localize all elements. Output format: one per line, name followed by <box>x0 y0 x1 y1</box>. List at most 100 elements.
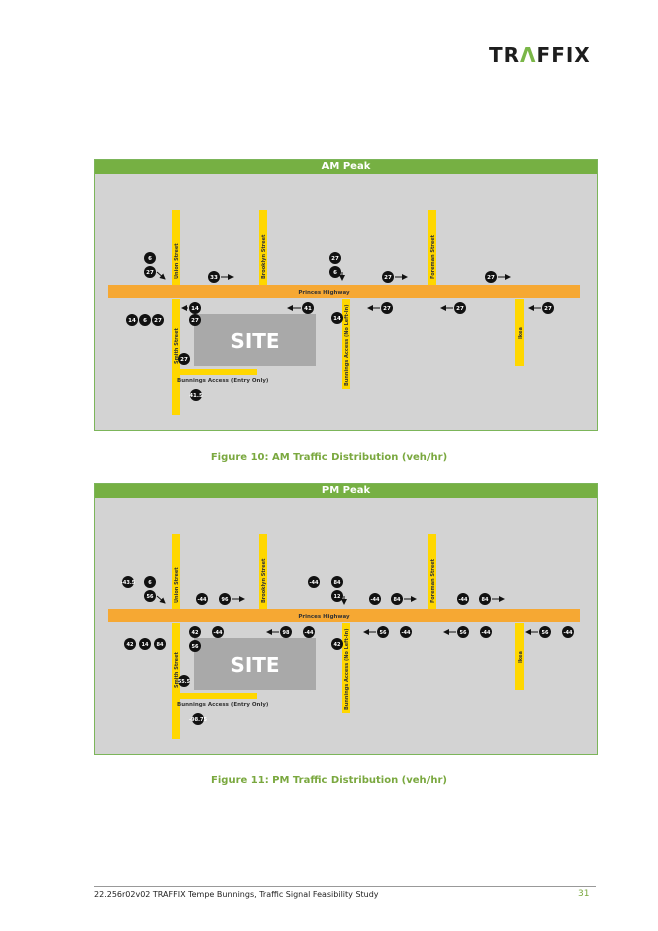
entry-only-label: Bunnings Access (Entry Only) <box>177 702 269 708</box>
figure-11-caption: Figure 11: PM Traffic Distribution (veh/… <box>211 775 447 786</box>
foreman-street-road <box>428 210 436 292</box>
site-block <box>194 638 316 690</box>
site-label: SITE <box>230 653 279 677</box>
svg-text:12: 12 <box>334 594 341 600</box>
princes-highway-road <box>108 609 580 622</box>
am-peak-figure: AM Peak SITE Union Street Brooklyn Stree… <box>94 159 598 431</box>
pm-map: SITE Union Street Brooklyn Street Forema… <box>108 534 580 739</box>
svg-text:27: 27 <box>487 275 495 281</box>
svg-text:27: 27 <box>180 357 188 363</box>
svg-text:14: 14 <box>333 316 341 322</box>
footer-divider <box>94 886 596 887</box>
svg-text:56: 56 <box>147 594 154 600</box>
pm-peak-title: PM Peak <box>95 484 597 498</box>
brooklyn-street-road <box>259 534 267 616</box>
svg-text:41: 41 <box>304 306 312 312</box>
svg-text:6: 6 <box>333 270 337 276</box>
am-map: SITE Union Street Brooklyn Street Forema… <box>108 210 580 415</box>
traffix-logo: TRΛFFIX <box>489 43 591 67</box>
svg-text:27: 27 <box>154 318 162 324</box>
princes-highway-label: Princes Highway <box>298 290 350 296</box>
svg-text:27: 27 <box>383 306 391 312</box>
princes-highway-label: Princes Highway <box>298 614 350 620</box>
entry-only-label: Bunnings Access (Entry Only) <box>177 378 269 384</box>
am-arrows <box>156 271 541 311</box>
svg-text:84: 84 <box>394 597 401 603</box>
svg-text:56: 56 <box>192 644 199 650</box>
svg-text:-44: -44 <box>197 597 207 603</box>
svg-text:42: 42 <box>127 642 134 648</box>
svg-text:-44: -44 <box>309 580 319 586</box>
svg-text:-44: -44 <box>481 630 491 636</box>
svg-text:96: 96 <box>222 597 229 603</box>
ikea-label: Ikea <box>518 327 524 339</box>
brooklyn-street-label: Brooklyn Street <box>261 234 267 279</box>
svg-text:27: 27 <box>191 318 199 324</box>
svg-text:98: 98 <box>283 630 290 636</box>
smith-street-road <box>172 299 180 415</box>
union-street-label: Union Street <box>174 567 180 603</box>
am-peak-title: AM Peak <box>95 160 597 174</box>
smith-street-label: Smith Street <box>174 328 180 364</box>
brooklyn-street-label: Brooklyn Street <box>261 558 267 603</box>
svg-text:-44: -44 <box>458 597 468 603</box>
svg-text:27: 27 <box>544 306 552 312</box>
pm-value-badges: -43.5 6 56 -44 96 -44 84 12 -44 84 -44 8… <box>121 576 574 725</box>
figure-10-caption: Figure 10: AM Traffic Distribution (veh/… <box>210 452 448 463</box>
svg-text:55.5: 55.5 <box>178 679 191 685</box>
foreman-street-label: Foreman Street <box>430 558 436 603</box>
svg-text:27: 27 <box>331 256 339 262</box>
svg-text:56: 56 <box>460 630 467 636</box>
smith-street-road <box>172 623 180 739</box>
svg-text:6: 6 <box>143 318 147 324</box>
bunnings-access-label: Bunnings Access (No Left-In) <box>344 628 350 710</box>
svg-text:-98.75: -98.75 <box>189 717 207 723</box>
bunnings-access-road <box>342 299 350 389</box>
footer-text: 22.256r02v02 TRAFFIX Tempe Bunnings, Tra… <box>94 890 379 899</box>
page-number: 31 <box>578 889 590 899</box>
pm-peak-figure: PM Peak SITE Union Street Brooklyn Stree… <box>94 483 598 755</box>
brooklyn-street-road <box>259 210 267 292</box>
smith-street-label: Smith Street <box>174 652 180 688</box>
svg-text:6: 6 <box>148 256 152 262</box>
svg-text:-44: -44 <box>213 630 223 636</box>
svg-text:56: 56 <box>380 630 387 636</box>
svg-text:84: 84 <box>482 597 489 603</box>
svg-text:41.5: 41.5 <box>189 393 203 399</box>
entry-road <box>172 693 257 699</box>
pm-arrows <box>156 595 538 635</box>
svg-text:84: 84 <box>334 580 341 586</box>
svg-text:14: 14 <box>191 306 199 312</box>
foreman-street-label: Foreman Street <box>430 234 436 279</box>
svg-text:84: 84 <box>157 642 164 648</box>
svg-text:-44: -44 <box>563 630 573 636</box>
svg-text:42: 42 <box>334 642 341 648</box>
union-street-road <box>172 534 180 616</box>
svg-text:27: 27 <box>384 275 392 281</box>
site-label: SITE <box>230 329 279 353</box>
svg-text:-44: -44 <box>401 630 411 636</box>
am-value-badges: 6 27 33 27 6 27 27 14 27 14 6 27 27 41.5… <box>126 252 554 401</box>
union-street-label: Union Street <box>174 243 180 279</box>
svg-text:14: 14 <box>128 318 136 324</box>
svg-text:-44: -44 <box>304 630 314 636</box>
ikea-road <box>515 299 524 366</box>
svg-text:33: 33 <box>210 275 218 281</box>
union-street-road <box>172 210 180 292</box>
princes-highway-road <box>108 285 580 298</box>
svg-text:56: 56 <box>542 630 549 636</box>
entry-road <box>172 369 257 375</box>
bunnings-access-label: Bunnings Access (No Left-In) <box>344 304 350 386</box>
foreman-street-road <box>428 534 436 616</box>
svg-text:6: 6 <box>148 580 152 586</box>
svg-text:42: 42 <box>192 630 199 636</box>
svg-text:27: 27 <box>456 306 464 312</box>
svg-text:27: 27 <box>146 270 154 276</box>
svg-text:-43.5: -43.5 <box>121 580 136 586</box>
ikea-label: Ikea <box>518 651 524 663</box>
svg-text:-44: -44 <box>370 597 380 603</box>
svg-text:14: 14 <box>142 642 149 648</box>
site-block <box>194 314 316 366</box>
ikea-road <box>515 623 524 690</box>
bunnings-access-road <box>342 623 350 713</box>
